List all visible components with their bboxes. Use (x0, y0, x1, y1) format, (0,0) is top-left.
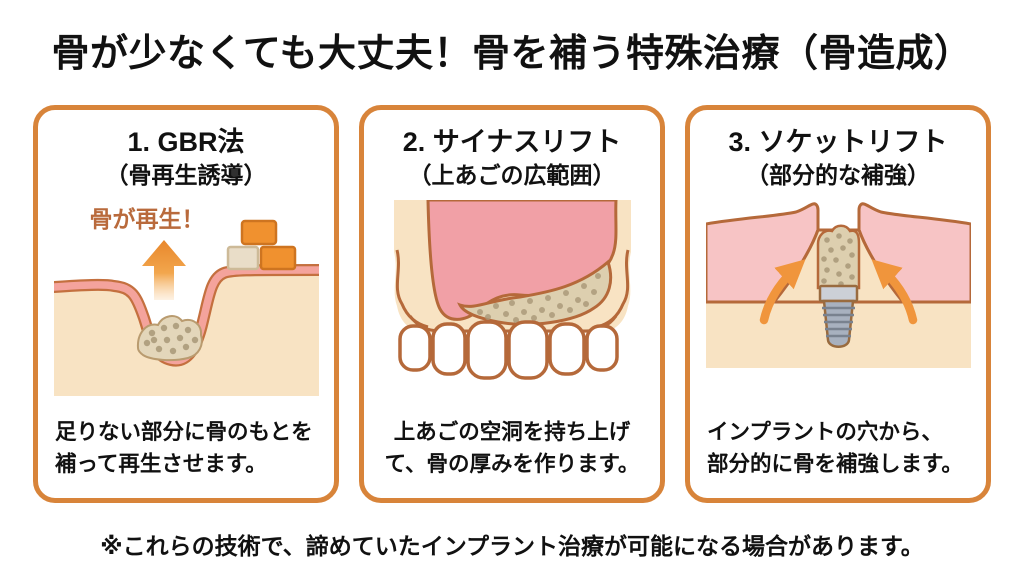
graft-granules (476, 272, 601, 323)
sinus-graft-layer (456, 259, 612, 326)
graft-blocks (226, 219, 296, 271)
panel-socket-heading: 3. ソケットリフト （部分的な補強） (728, 126, 947, 190)
panel-socket-title: 3. ソケットリフト (728, 127, 948, 157)
upper-jaw-drawing (393, 199, 631, 380)
gbr-bone-regeneration-drawing: 骨が再生！ (53, 206, 319, 396)
desc-line: て、骨の厚みを作ります。 (384, 451, 640, 476)
teeth-row (397, 320, 619, 380)
implant-socket-drawing (705, 202, 971, 368)
panel-sinus-description: 上あごの空洞を持ち上げ て、骨の厚みを作ります。 (364, 416, 660, 499)
desc-line: 足りない部分に骨のもとを (55, 419, 313, 444)
panel-gbr-description: 足りない部分に骨のもとを 補って再生させます。 (38, 416, 334, 499)
sinus-lift-illustration (380, 199, 645, 416)
implant-screw (818, 284, 858, 348)
panel-sinus-subtitle: （上あごの広範囲） (408, 162, 616, 189)
sinus-cavity-pink (425, 199, 618, 321)
desc-line: インプラントの穴から、 (707, 419, 943, 444)
panel-socket-subtitle: （部分的な補強） (746, 162, 930, 189)
desc-line: 上あごの空洞を持ち上げ (393, 419, 631, 444)
lift-arrow-left-icon (759, 259, 806, 325)
footnote: ※これらの技術で、諦めていたインプラント治療が可能になる場合があります。 (100, 533, 924, 559)
regeneration-label: 骨が再生！ (89, 206, 204, 232)
page-title: 骨が少なくても大丈夫！骨を補う特殊治療（骨造成） (51, 33, 973, 75)
panel-gbr-subtitle: （骨再生誘導） (105, 162, 267, 189)
panel-gbr-heading: 1. GBR法 （骨再生誘導） (106, 126, 267, 190)
gbr-illustration: 骨が再生！ (53, 200, 319, 416)
graft-granules (143, 322, 198, 355)
desc-line: 部分的に骨を補強します。 (707, 451, 963, 476)
panel-row: 1. GBR法 （骨再生誘導） (33, 105, 991, 503)
bone-cream-area (53, 269, 319, 396)
panel-sinus-title: 2. サイナスリフト (402, 127, 622, 157)
jaw-ridge-right (596, 249, 629, 329)
up-arrow-icon (141, 239, 186, 300)
desc-line: 補って再生させます。 (55, 451, 267, 476)
panel-sinus-heading: 2. サイナスリフト （上あごの広範囲） (403, 126, 621, 190)
panel-sinus-lift: 2. サイナスリフト （上あごの広範囲） (359, 105, 665, 503)
panel-gbr: 1. GBR法 （骨再生誘導） (33, 105, 339, 503)
panel-socket-description: インプラントの穴から、 部分的に骨を補強します。 (690, 416, 986, 499)
panel-gbr-title: 1. GBR法 (127, 127, 245, 157)
lift-arrow-right-icon (870, 259, 917, 325)
socket-lift-illustration (705, 200, 971, 416)
panel-socket-lift: 3. ソケットリフト （部分的な補強） (685, 105, 991, 503)
implant-threads (821, 306, 855, 338)
